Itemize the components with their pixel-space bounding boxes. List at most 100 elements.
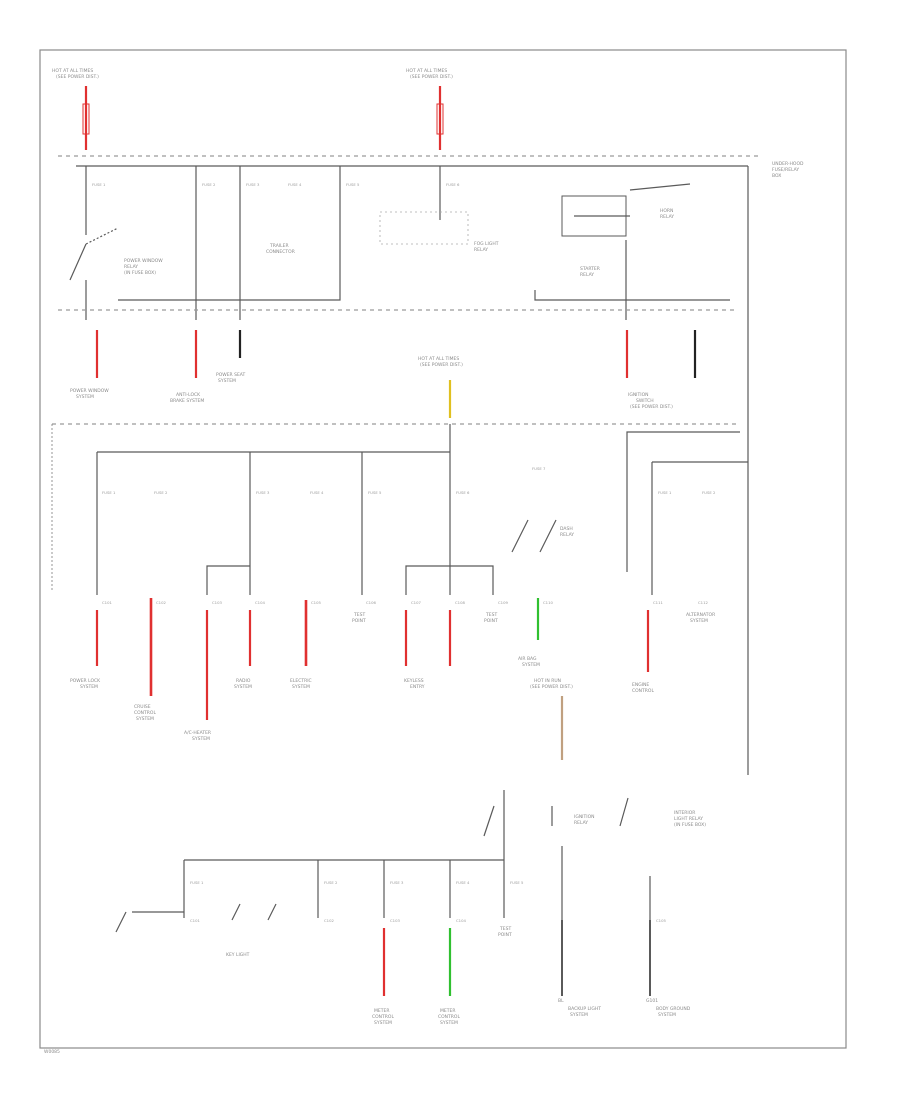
label-test-bot2: POINT xyxy=(498,932,512,938)
label-fog-relay2: RELAY xyxy=(474,247,488,253)
label-ign3: (SEE POWER DIST.) xyxy=(630,404,673,410)
mid-fuse-4: FUSE 4 xyxy=(310,490,324,495)
label-alt: ALTERNATOR xyxy=(686,612,715,618)
mid-branch-a xyxy=(206,565,250,595)
label-meter1: METER xyxy=(374,1008,389,1014)
label-trailer2: CONNECTOR xyxy=(266,249,295,255)
label-gnd: G101 xyxy=(646,998,658,1004)
label-sys-h: TEST xyxy=(353,612,365,618)
label-trailer: TRAILER xyxy=(269,243,289,249)
label-fog-relay: FOG LIGHT xyxy=(474,241,499,247)
label-hot-run2: (SEE POWER DIST.) xyxy=(530,684,573,690)
label-horn-relay2: RELAY xyxy=(660,214,674,220)
bot-fuse-1: FUSE 1 xyxy=(190,880,204,885)
label-sys-f2: CONTROL xyxy=(632,688,654,694)
label-dash-relay2: RELAY xyxy=(560,532,574,538)
dash-relay-code: FUSE 7 xyxy=(532,466,546,471)
conn-12: C112 xyxy=(698,600,708,605)
mid-fuse-5: FUSE 5 xyxy=(368,490,382,495)
mid-fuse-2: FUSE 2 xyxy=(154,490,168,495)
conn-11: C111 xyxy=(653,600,663,605)
label-relay1b: RELAY xyxy=(124,264,138,270)
fuse-code-4: FUSE 4 xyxy=(288,182,302,187)
label-meter1b: CONTROL xyxy=(372,1014,394,1020)
label-junction-box: UNDER-HOOD xyxy=(772,161,804,167)
conn-8: C108 xyxy=(455,600,465,605)
right-mid-frame xyxy=(626,431,740,572)
dash-relay-coil xyxy=(539,519,557,553)
bot-conn-4: C104 xyxy=(456,918,466,923)
bottom-key-switch xyxy=(483,805,495,837)
label-alt2: SYSTEM xyxy=(690,618,708,624)
label-sys-g: KEYLESS xyxy=(404,678,424,684)
label-ign2: SWITCH xyxy=(636,398,654,404)
label-ign-relay: IGNITION xyxy=(574,814,595,820)
label-ign: IGNITION xyxy=(628,392,649,398)
label-starter2: RELAY xyxy=(580,272,594,278)
label-gnd3: SYSTEM xyxy=(658,1012,676,1018)
mid-fuse-3: FUSE 3 xyxy=(256,490,270,495)
fuse-top-mid xyxy=(436,103,444,135)
right-fuse-1: FUSE 1 xyxy=(658,490,672,495)
conn-6: C106 xyxy=(366,600,376,605)
label-sys-pw2: SYSTEM xyxy=(76,394,94,400)
bot-fuse-4: FUSE 4 xyxy=(456,880,470,885)
label-meter2: METER xyxy=(440,1008,455,1014)
bot-conn-1: C101 xyxy=(190,918,200,923)
label-sys-d: AIR BAG xyxy=(518,656,537,662)
label-sys-a2: CONTROL xyxy=(134,710,156,716)
mid-branch-c xyxy=(405,565,450,595)
conn-7: C107 xyxy=(411,600,421,605)
label-sys-pw: POWER WINDOW xyxy=(70,388,109,394)
label-test-bot: TEST xyxy=(499,926,511,932)
label-bl: BL xyxy=(558,998,564,1004)
label-sys-c: ELECTRIC xyxy=(290,678,312,684)
dimmer-sw2 xyxy=(231,903,241,921)
label-relay1: POWER WINDOW xyxy=(124,258,163,264)
bot-fuse-2: FUSE 2 xyxy=(324,880,338,885)
second-bus-solid xyxy=(118,290,341,301)
conn-9: C109 xyxy=(498,600,508,605)
label-hot-mid-sec: HOT AT ALL TIMES xyxy=(418,356,459,362)
conn-4: C104 xyxy=(255,600,265,605)
label-meter2b: CONTROL xyxy=(438,1014,460,1020)
right-fuse-2: FUSE 2 xyxy=(702,490,716,495)
diagram-frame xyxy=(39,49,847,1049)
fuse-code-6: FUSE 6 xyxy=(446,182,460,187)
conn-2: C102 xyxy=(156,600,166,605)
label-sys-g2: ENTRY xyxy=(410,684,425,690)
label-sys-c2: SYSTEM xyxy=(292,684,310,690)
label-hot-mid: HOT AT ALL TIMES xyxy=(406,68,447,74)
label-key-light: KEY LIGHT xyxy=(226,952,250,958)
label-relay1c: (IN FUSE BOX) xyxy=(124,270,156,276)
label-junction-box-3: BOX xyxy=(772,173,781,179)
conn-3: C103 xyxy=(212,600,222,605)
label-sys-ps2: SYSTEM xyxy=(218,378,236,384)
bot-conn-3: C103 xyxy=(390,918,400,923)
label-sys-b: RADIO xyxy=(236,678,251,684)
horn-relay-arm xyxy=(629,183,691,191)
label-test2b: POINT xyxy=(484,618,498,624)
label-int-relay3: (IN FUSE BOX) xyxy=(674,822,706,828)
label-hot-mid-sec2: (SEE POWER DIST.) xyxy=(420,362,463,368)
fuse-code-1: FUSE 1 xyxy=(92,182,106,187)
bot-conn-5: C105 xyxy=(656,918,666,923)
mid-fuse-1: FUSE 1 xyxy=(102,490,116,495)
bot-fuse-3: FUSE 3 xyxy=(390,880,404,885)
label-sys-abs: ANTI-LOCK xyxy=(176,392,201,398)
second-bus-solid-2 xyxy=(534,290,730,301)
fuse-code-3: FUSE 3 xyxy=(246,182,260,187)
label-sys-ps: POWER SEAT xyxy=(216,372,246,378)
dimmer-switch xyxy=(115,911,127,933)
fuse-top-left xyxy=(82,103,90,135)
label-sys-abs2: BRAKE SYSTEM xyxy=(170,398,204,404)
label-sys-e2: SYSTEM xyxy=(192,736,210,742)
relay1-dash xyxy=(85,227,119,245)
mid-branch-b xyxy=(450,565,494,595)
bot-conn-2: C102 xyxy=(324,918,334,923)
label-horn-relay: HORN xyxy=(660,208,673,214)
conn-10: C110 xyxy=(543,600,553,605)
sheet-code: W0085 xyxy=(44,1049,60,1055)
dimmer-sw3 xyxy=(267,903,277,921)
